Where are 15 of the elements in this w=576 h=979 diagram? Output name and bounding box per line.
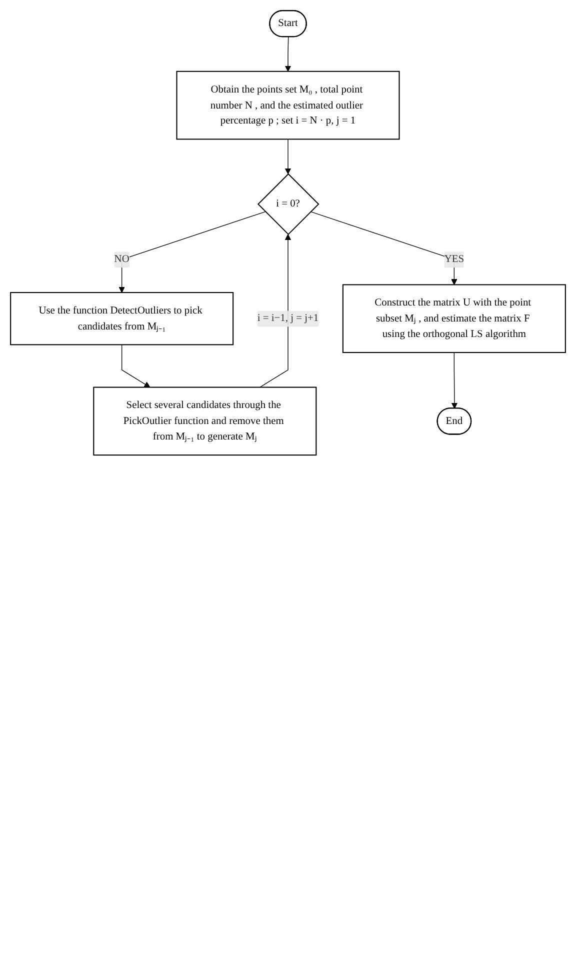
arrow — [451, 352, 458, 409]
node-diamond: i = 0? — [257, 173, 320, 236]
edge-label: i = i−1, j = j+1 — [257, 312, 319, 324]
arrow — [284, 36, 292, 72]
node-box: Obtain the points set M₀ , total point number N , and the estimated outlier percentage p ; set i = N · p, j = 1 — [176, 70, 400, 140]
edge-label: YES — [444, 254, 464, 265]
edge-label: NO — [114, 254, 130, 265]
node-box: Construct the matrix U with the point subset Mⱼ , and estimate the matrix F using the orthogonal LS algorithm — [342, 284, 566, 354]
node-box: Use the function DetectOutliers to pick candidates from Mⱼ₋₁ — [10, 292, 234, 346]
arrow — [259, 234, 292, 388]
arrow — [118, 211, 266, 293]
arrow — [121, 344, 150, 388]
arrow — [310, 211, 458, 285]
node-box: Select several candidates through the PickOutlier function and remove them from Mⱼ₋₁ to generate Mⱼ — [93, 386, 317, 456]
arrow — [284, 138, 292, 174]
